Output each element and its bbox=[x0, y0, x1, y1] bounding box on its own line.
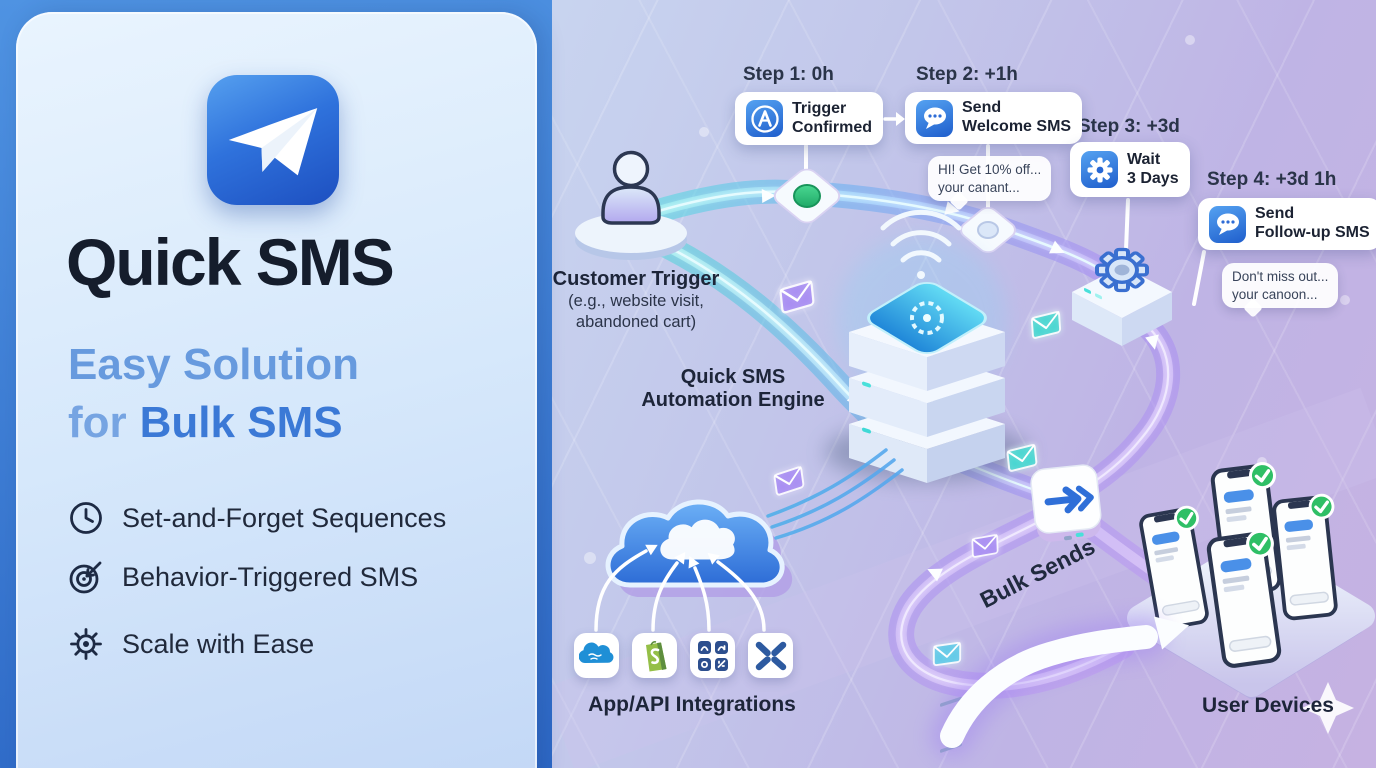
integrations-label: App/API Integrations bbox=[588, 693, 796, 716]
step-4-header: Step 4: +3d 1h bbox=[1207, 169, 1337, 190]
delivery-arrow bbox=[931, 616, 1190, 757]
feature-item-triggered: Behavior-Triggered SMS bbox=[66, 557, 418, 597]
trigger-node bbox=[773, 168, 841, 224]
gear-icon bbox=[70, 628, 102, 660]
salesforce-icon bbox=[574, 633, 619, 678]
integration-icons bbox=[574, 633, 793, 678]
subtitle-line1: Easy Solution bbox=[68, 340, 359, 389]
clock-icon bbox=[70, 502, 102, 534]
paper-plane-icon bbox=[228, 108, 318, 176]
automation-engine-label: Quick SMS Automation Engine bbox=[641, 366, 825, 411]
gear-node bbox=[1072, 247, 1172, 346]
feature-item-scale: Scale with Ease bbox=[66, 624, 314, 664]
customer-icon bbox=[575, 150, 687, 260]
user-devices-label: User Devices bbox=[1202, 694, 1334, 717]
app-logo bbox=[207, 75, 339, 205]
target-icon bbox=[69, 561, 102, 594]
api-grid-icon bbox=[690, 633, 735, 678]
step-3-header: Step 3: +3d bbox=[1078, 116, 1180, 137]
step-1-header: Step 1: 0h bbox=[743, 64, 834, 85]
sms-preview-tooltip: Don't miss out...your canoon... bbox=[1222, 263, 1339, 309]
customer-trigger-label: Customer Trigger (e.g., website visit, a… bbox=[552, 268, 720, 331]
sms-preview-tooltip: HI! Get 10% off...your canant... bbox=[928, 156, 1052, 202]
path-node bbox=[960, 207, 1016, 253]
feature-label: Set-and-Forget Sequences bbox=[122, 502, 447, 533]
step-arrow-icon bbox=[883, 112, 905, 126]
connector-line bbox=[1192, 250, 1206, 306]
cloud-server-links bbox=[766, 448, 904, 540]
app-store-icon bbox=[746, 100, 783, 137]
chat-bubble-icon bbox=[916, 99, 953, 137]
gear-icon bbox=[1081, 151, 1118, 188]
cloud-icon bbox=[605, 499, 793, 597]
subtitle-bulk-sms: Bulk SMS bbox=[139, 397, 343, 447]
connector-line bbox=[1124, 198, 1130, 252]
send-node bbox=[1030, 464, 1102, 542]
feature-item-sequences: Set-and-Forget Sequences bbox=[66, 498, 446, 538]
integration-connectors bbox=[594, 549, 766, 632]
phone bbox=[1271, 492, 1347, 622]
wifi-icon bbox=[880, 209, 962, 279]
x-app-icon bbox=[748, 633, 793, 678]
automation-engine-illustration bbox=[825, 209, 1029, 753]
gear-icon bbox=[1095, 247, 1149, 293]
chat-bubble-icon bbox=[1209, 205, 1246, 243]
step-2-header: Step 2: +1h bbox=[916, 64, 1018, 85]
page-title: Quick SMS bbox=[66, 225, 395, 299]
feature-label: Behavior-Triggered SMS bbox=[122, 561, 419, 592]
sparkle-icon bbox=[1302, 682, 1354, 734]
feature-label: Scale with Ease bbox=[122, 628, 315, 659]
subtitle-for: for bbox=[68, 397, 127, 447]
integration-arrowheads bbox=[645, 544, 720, 569]
send-arrow-icon bbox=[1044, 485, 1094, 514]
shopify-icon bbox=[632, 633, 677, 678]
